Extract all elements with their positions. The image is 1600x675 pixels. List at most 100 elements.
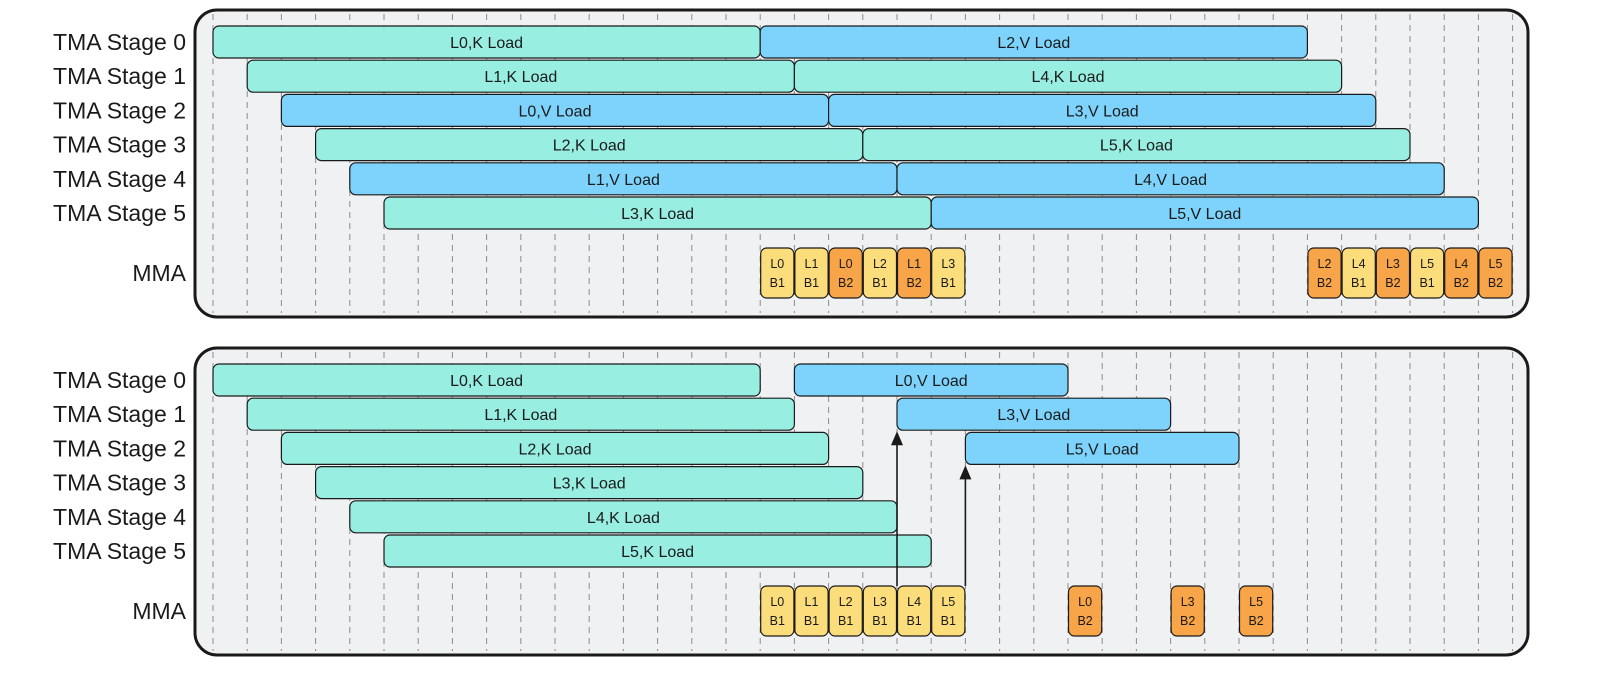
mma-label: MMA <box>132 260 186 286</box>
mma-block-layer: L4 <box>1454 257 1468 271</box>
mma-block-batch: B2 <box>1317 276 1332 290</box>
mma-block-batch: B1 <box>872 276 887 290</box>
tma-stage-row: TMA Stage 0 L0,K Load L0,V Load <box>53 363 1069 397</box>
bar-label: L2,K Load <box>519 441 592 458</box>
mma-block-batch: B1 <box>838 614 853 628</box>
row-label: TMA Stage 3 <box>53 470 186 496</box>
mma-block-batch: B1 <box>906 614 921 628</box>
mma-block-b1 <box>862 247 898 299</box>
dependency-arrow <box>959 465 972 586</box>
mma-block-layer: L3 <box>1386 257 1400 271</box>
mma-block-layer: L2 <box>839 595 853 609</box>
mma-block-batch: B2 <box>1488 276 1503 290</box>
mma-block-batch: B1 <box>804 614 819 628</box>
mma-block-b1 <box>896 585 932 637</box>
mma-block-batch: B2 <box>838 276 853 290</box>
v-load-bar <box>964 431 1240 465</box>
row-label: TMA Stage 0 <box>53 29 186 55</box>
mma-block-layer: L2 <box>1318 257 1332 271</box>
mma-block-b2 <box>1478 247 1513 299</box>
tma-stage-row: TMA Stage 1 L1,K Load L4,K Load <box>53 59 1343 93</box>
bar-label: L0,K Load <box>450 373 523 390</box>
mma-block-b2 <box>1307 247 1342 299</box>
bar-label: L5,V Load <box>1168 206 1241 223</box>
mma-block-b1 <box>794 247 829 299</box>
arrow-head <box>959 465 972 480</box>
mma-block-b1 <box>760 585 795 637</box>
mma-block-batch: B1 <box>1419 276 1434 290</box>
mma-block-batch: B2 <box>1180 614 1195 628</box>
k-load-bar <box>383 534 932 568</box>
tma-stage-row: TMA Stage 2 L2,K Load L5,V Load <box>53 431 1240 465</box>
k-load-bar <box>246 397 796 431</box>
row-label: TMA Stage 2 <box>53 97 186 123</box>
bar-label: L2,K Load <box>553 138 626 155</box>
mma-block-batch: B1 <box>872 614 887 628</box>
mma-block-b2 <box>1444 247 1479 299</box>
bar-label: L1,K Load <box>484 69 557 86</box>
row-label: TMA Stage 0 <box>53 367 186 393</box>
mma-block-layer: L4 <box>907 595 921 609</box>
k-load-bar <box>212 363 761 397</box>
mma-block-batch: B1 <box>941 276 956 290</box>
mma-block-batch: B2 <box>906 276 921 290</box>
mma-block-batch: B1 <box>770 614 785 628</box>
bar-label: L0,V Load <box>519 103 592 120</box>
mma-block-b2 <box>896 247 932 299</box>
mma-block-b1 <box>794 585 829 637</box>
mma-block-layer: L0 <box>839 257 853 271</box>
k-load-bar <box>862 128 1411 162</box>
row-label: TMA Stage 1 <box>53 401 186 427</box>
mma-block-layer: L3 <box>941 257 955 271</box>
mma-block-layer: L3 <box>1181 595 1195 609</box>
mma-block-batch: B2 <box>1248 614 1263 628</box>
mma-block-batch: B1 <box>941 614 956 628</box>
mma-block-layer: L5 <box>941 595 955 609</box>
bar-label: L5,V Load <box>1066 441 1139 458</box>
bar-label: L4,K Load <box>1032 69 1105 86</box>
mma-block-b1 <box>931 585 966 637</box>
mma-block-layer: L1 <box>805 595 819 609</box>
mma-block-layer: L3 <box>873 595 887 609</box>
mma-block-batch: B1 <box>770 276 785 290</box>
bar-label: L0,K Load <box>450 35 523 52</box>
mma-block-layer: L5 <box>1489 257 1503 271</box>
row-label: TMA Stage 1 <box>53 63 186 89</box>
dependency-arrow <box>891 431 903 586</box>
mma-block-b2 <box>1170 585 1205 637</box>
mma-block-layer: L1 <box>805 257 819 271</box>
bar-label: L5,K Load <box>1100 138 1173 155</box>
row-label: TMA Stage 5 <box>53 200 186 226</box>
mma-block-batch: B2 <box>1077 614 1092 628</box>
mma-block-batch: B1 <box>804 276 819 290</box>
k-load-bar <box>280 431 830 465</box>
arrow-head <box>891 431 903 446</box>
v-load-bar <box>827 93 1377 128</box>
bar-label: L1,K Load <box>484 407 557 424</box>
mma-block-batch: B2 <box>1385 276 1400 290</box>
tma-stage-row: TMA Stage 1 L1,K Load L3,V Load <box>53 397 1172 431</box>
bar-label: L0,V Load <box>895 373 968 390</box>
bar-label: L4,K Load <box>587 510 660 527</box>
mma-block-b1 <box>1409 247 1445 299</box>
bar-label: L3,V Load <box>997 407 1070 424</box>
v-load-bar <box>759 25 1309 59</box>
bar-label: L5,K Load <box>621 544 694 561</box>
v-load-bar <box>896 162 1445 196</box>
row-label: TMA Stage 4 <box>53 166 186 192</box>
v-load-bar <box>896 397 1172 431</box>
row-label: TMA Stage 2 <box>53 435 186 461</box>
mma-block-batch: B2 <box>1454 276 1469 290</box>
v-load-bar <box>930 196 1480 230</box>
mma-block-b2 <box>1067 585 1103 637</box>
